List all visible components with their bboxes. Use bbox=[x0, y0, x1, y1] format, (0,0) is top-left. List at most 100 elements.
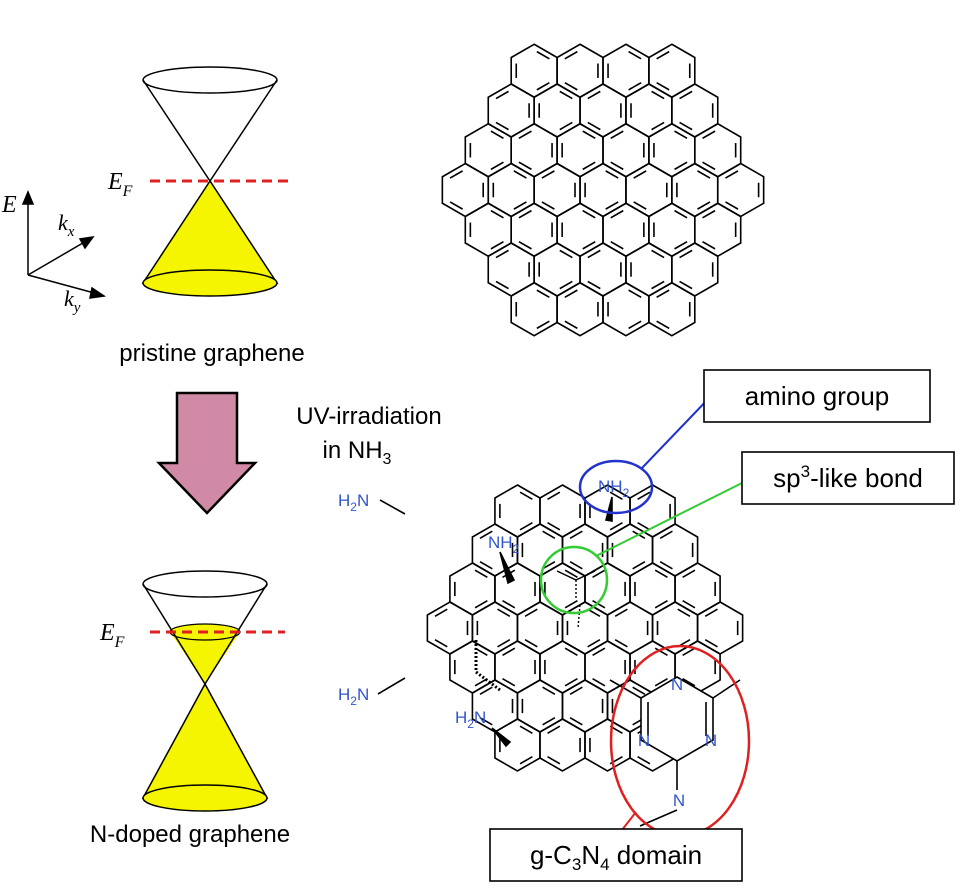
double-bond-mark bbox=[659, 530, 673, 540]
double-bond-mark bbox=[479, 686, 493, 696]
double-bond-mark bbox=[592, 599, 606, 609]
double-bond-mark bbox=[536, 289, 550, 299]
hexagon-ring bbox=[671, 162, 719, 218]
hexagon-ring bbox=[449, 562, 496, 616]
double-bond-mark bbox=[592, 647, 606, 657]
double-bond-mark bbox=[610, 130, 624, 140]
double-bond-mark bbox=[564, 647, 578, 657]
double-bond-mark bbox=[656, 289, 670, 299]
double-bond-mark bbox=[524, 608, 538, 618]
double-bond-mark bbox=[651, 90, 665, 100]
double-bond-mark bbox=[536, 81, 550, 91]
nitrogen-groups: H2N H2N NH2 NH2 H2N bbox=[338, 477, 630, 731]
hexagon-ring bbox=[579, 242, 627, 297]
gcn-leader bbox=[621, 811, 637, 831]
double-bond-mark bbox=[682, 569, 696, 579]
hexagon-ring bbox=[648, 281, 696, 337]
doped-caption: N-doped graphene bbox=[90, 821, 290, 848]
amine-group-low: H2N bbox=[455, 708, 486, 731]
double-bond-mark bbox=[654, 599, 668, 609]
double-bond-mark bbox=[656, 50, 670, 60]
double-bond-mark bbox=[704, 608, 718, 618]
hexagon-ring bbox=[494, 718, 541, 772]
double-bond-mark bbox=[502, 647, 516, 657]
double-bond-mark bbox=[674, 130, 688, 140]
double-bond-mark bbox=[674, 161, 688, 171]
hexagon-ring bbox=[556, 43, 604, 99]
double-bond-mark bbox=[587, 249, 601, 259]
double-bond-mark bbox=[628, 81, 642, 91]
double-bond-mark bbox=[725, 201, 739, 210]
double-bond-mark bbox=[497, 638, 511, 648]
amino-highlight-circle bbox=[578, 459, 654, 515]
double-bond-mark bbox=[542, 716, 556, 726]
double-bond-mark bbox=[559, 249, 573, 259]
hexagon-ring bbox=[556, 122, 604, 178]
double-bond-mark bbox=[519, 755, 533, 765]
double-bond-mark bbox=[674, 240, 688, 250]
double-bond-mark bbox=[519, 725, 533, 735]
double-bond-mark bbox=[725, 170, 739, 179]
double-bond-mark bbox=[637, 755, 651, 765]
double-bond-mark bbox=[582, 240, 596, 250]
hexagon-ring bbox=[602, 281, 650, 337]
hexagon-ring bbox=[516, 679, 564, 733]
double-bond-mark bbox=[654, 569, 668, 579]
hexagon-ring bbox=[625, 162, 673, 218]
process-label-line2: in NH3 bbox=[323, 437, 392, 468]
triazine-ring bbox=[609, 676, 741, 827]
triazine-n-left: N bbox=[638, 731, 650, 750]
double-bond-mark bbox=[614, 638, 628, 648]
double-bond-mark bbox=[682, 599, 696, 609]
double-bond-mark bbox=[490, 130, 504, 140]
hexagon-ring bbox=[602, 202, 650, 258]
double-bond-mark bbox=[582, 161, 596, 171]
triazine-n-top: N bbox=[671, 675, 683, 694]
double-bond-mark bbox=[474, 569, 488, 579]
hexagon-ring bbox=[579, 162, 627, 218]
double-bond-mark bbox=[495, 121, 509, 131]
double-bond-mark bbox=[518, 161, 532, 171]
double-bond-mark bbox=[569, 560, 583, 570]
double-bond-mark bbox=[434, 608, 448, 618]
double-bond-mark bbox=[697, 201, 711, 210]
double-bond-mark bbox=[609, 491, 623, 501]
double-bond-mark bbox=[582, 209, 596, 219]
double-bond-mark bbox=[495, 280, 509, 290]
amino-leader bbox=[641, 394, 713, 469]
hexagon-ring bbox=[556, 202, 604, 258]
double-bond-mark bbox=[656, 320, 670, 330]
double-bond-mark bbox=[679, 90, 693, 100]
double-bond-mark bbox=[547, 521, 561, 531]
double-bond-mark bbox=[610, 161, 624, 171]
hexagon-ring bbox=[693, 202, 742, 258]
double-bond-mark bbox=[519, 521, 533, 531]
double-bond-mark bbox=[637, 521, 651, 531]
double-bond-mark bbox=[479, 560, 493, 570]
sp3-callout: sp3-like bond bbox=[741, 451, 955, 505]
double-bond-mark bbox=[609, 521, 623, 531]
double-bond-mark bbox=[610, 209, 624, 219]
double-bond-mark bbox=[587, 280, 601, 290]
double-bond-mark bbox=[541, 170, 555, 179]
double-bond-mark bbox=[569, 530, 583, 540]
double-bond-mark bbox=[632, 686, 646, 696]
double-bond-mark bbox=[542, 686, 556, 696]
amine-group-top: NH2 bbox=[598, 477, 630, 500]
double-bond-mark bbox=[474, 599, 488, 609]
gcn-callout: g-C3N4 domain bbox=[489, 828, 743, 882]
double-bond-mark bbox=[564, 320, 578, 330]
hexagon-ring bbox=[494, 640, 541, 694]
double-bond-mark bbox=[587, 121, 601, 131]
double-bond-mark bbox=[547, 491, 561, 501]
momentum-axes bbox=[21, 190, 107, 299]
hexagon-ring bbox=[516, 523, 564, 577]
hexagon-ring bbox=[648, 43, 696, 99]
ky-axis-label: ky bbox=[64, 286, 81, 316]
hexagon-ring bbox=[579, 83, 627, 138]
hexagon-ring bbox=[494, 562, 541, 616]
double-bond-mark bbox=[628, 320, 642, 330]
double-bond-mark bbox=[536, 50, 550, 60]
process-arrow bbox=[156, 391, 258, 515]
